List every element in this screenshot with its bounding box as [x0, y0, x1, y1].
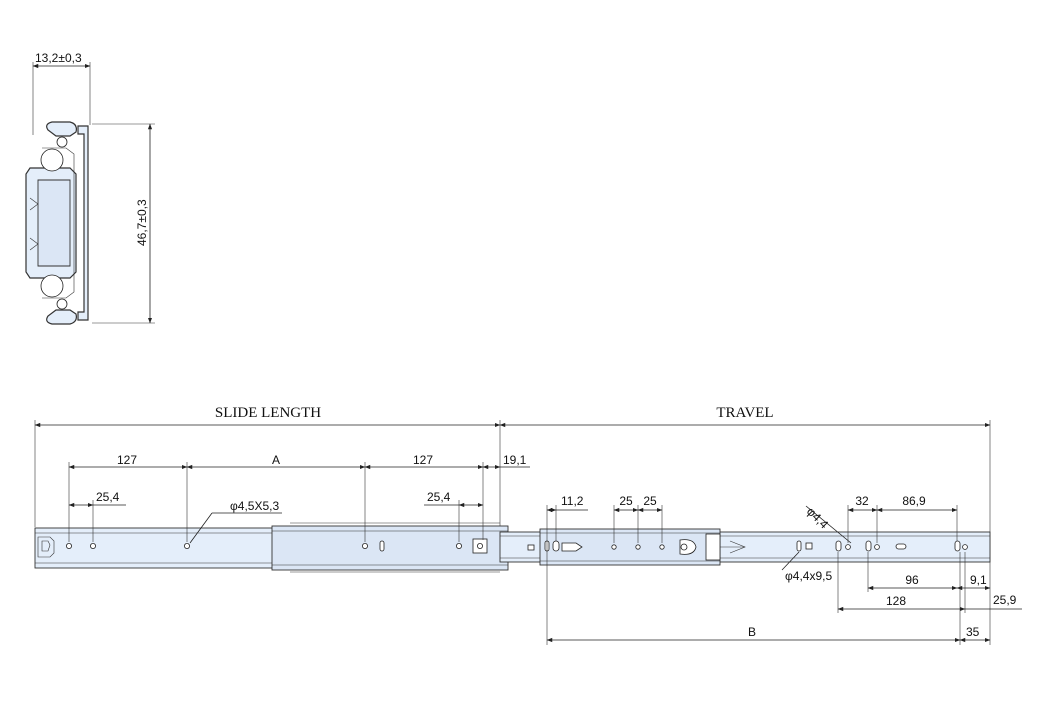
dim-25-a: 25: [619, 494, 633, 508]
dim-25-9: 25,9: [993, 593, 1017, 607]
hole-slot-left-label: φ4,5X5,3: [230, 499, 279, 513]
dim-32: 32: [855, 494, 869, 508]
dim-128: 128: [886, 594, 906, 608]
inner-member-hole-dimensions: 11,2 25 25 φ4,4 32 86,9 φ4,4x9,5 96 9,1 …: [546, 494, 1022, 645]
dim-25-4-right: 25,4: [427, 490, 451, 504]
dim-9-1: 9,1: [970, 573, 987, 587]
cross-section-profile: 13,2±0,3 46,7±0,3: [25, 51, 155, 325]
dim-B: B: [748, 625, 756, 639]
slide-body: [34, 522, 991, 573]
dim-127-left: 127: [117, 453, 137, 467]
profile-height-dim: 46,7±0,3: [135, 199, 149, 246]
profile-width-dim: 13,2±0,3: [35, 51, 82, 65]
outer-member-hole-dimensions: 127 A 127 19,1 25,4 25,4 φ4,5X5,3: [68, 453, 530, 544]
hole-4-4-label: φ4,4: [804, 504, 831, 531]
overall-dimensions: SLIDE LENGTH TRAVEL: [34, 405, 991, 645]
dim-A: A: [272, 453, 280, 467]
dim-96: 96: [905, 573, 919, 587]
dim-35: 35: [966, 625, 980, 639]
travel-header: TRAVEL: [716, 405, 773, 421]
dim-127-right: 127: [413, 453, 433, 467]
hole-slot-right-label: φ4,4x9,5: [785, 569, 832, 583]
dim-25-4-left: 25,4: [96, 490, 120, 504]
dim-86-9: 86,9: [902, 494, 926, 508]
dim-25-b: 25: [643, 494, 657, 508]
slide-length-header: SLIDE LENGTH: [215, 405, 321, 421]
dim-11-2: 11,2: [561, 494, 584, 508]
dim-19-1: 19,1: [503, 453, 527, 467]
